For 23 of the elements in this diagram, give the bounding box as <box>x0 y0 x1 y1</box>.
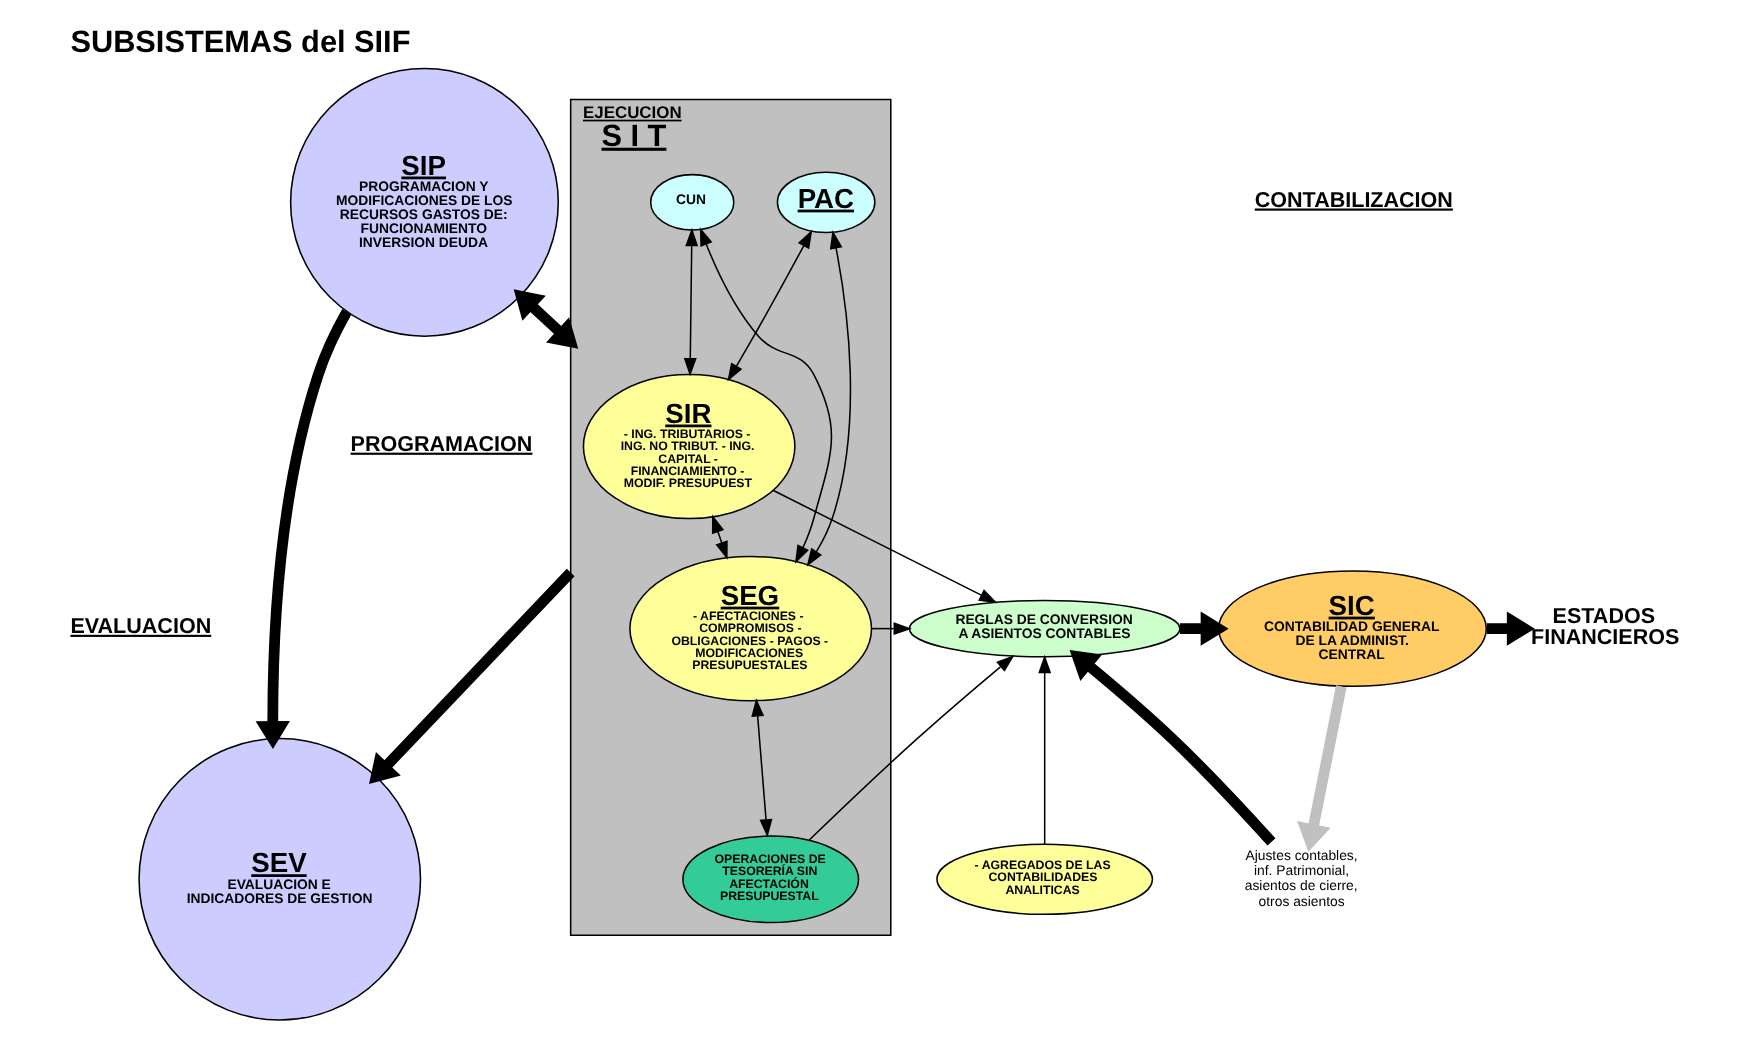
label: PROGRAMACION <box>350 432 533 457</box>
arrow <box>699 227 833 564</box>
arrow <box>1038 654 1052 845</box>
arrow <box>1297 685 1347 852</box>
arrow <box>255 309 352 750</box>
arrow <box>751 698 773 838</box>
arrow <box>871 622 912 636</box>
arrow <box>808 655 1015 841</box>
arrow <box>683 227 699 377</box>
diagram-title: SUBSISTEMAS del SIIF <box>70 25 411 60</box>
label: EVALUACION <box>70 614 212 639</box>
node-ellipse: PAC <box>776 171 876 234</box>
arrow <box>772 489 998 604</box>
arrow <box>1179 611 1229 646</box>
node-text: ESTADOS FINANCIEROS <box>1531 604 1680 651</box>
arrow <box>513 289 579 349</box>
arrow <box>806 230 852 567</box>
arrow <box>711 514 728 560</box>
arrow <box>369 568 575 785</box>
arrow <box>1486 611 1535 646</box>
arrow <box>1069 649 1276 846</box>
arrow <box>727 229 813 382</box>
label: CONTABILIZACION <box>1254 188 1453 213</box>
